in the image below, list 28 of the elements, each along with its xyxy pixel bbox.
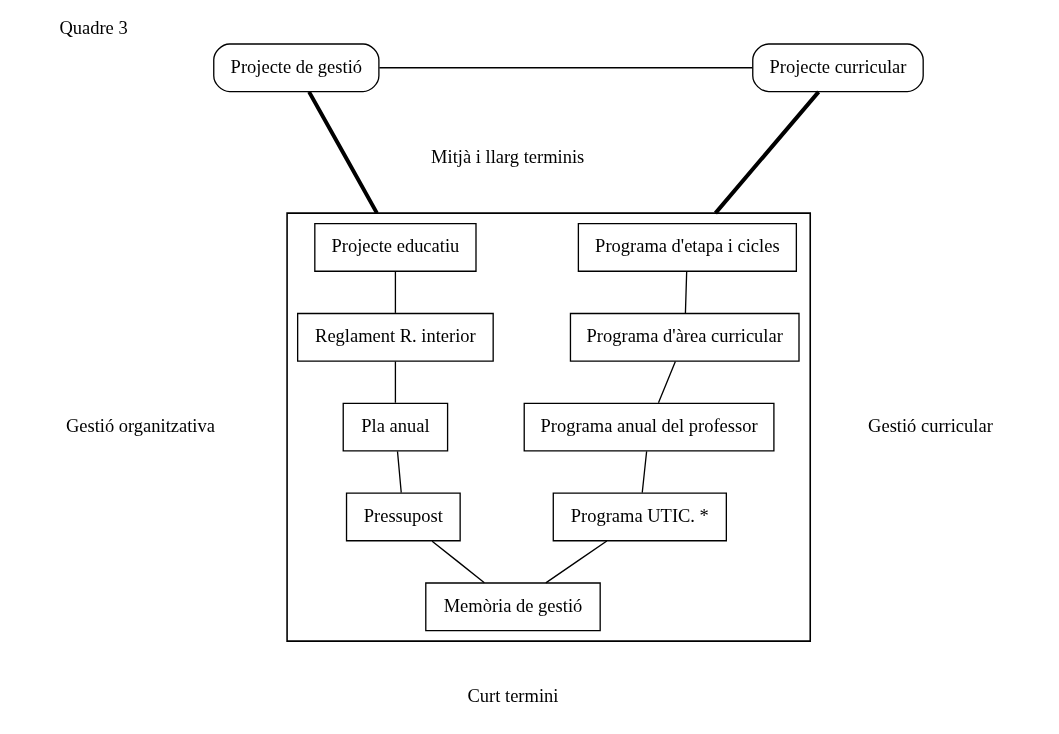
- connector: [307, 90, 379, 215]
- label: Gestió organitzativa: [65, 416, 215, 436]
- connector: [394, 271, 397, 314]
- connector: [641, 450, 648, 494]
- node-box: Pla anual: [342, 402, 449, 452]
- connector: [545, 540, 608, 584]
- label: Gestió curricular: [868, 416, 993, 436]
- connector: [378, 67, 754, 69]
- connector: [684, 271, 688, 314]
- connector: [394, 360, 397, 404]
- node-box: Projecte curricular: [752, 43, 924, 93]
- label: Curt termini: [467, 685, 559, 706]
- node-box: Pressupost: [345, 492, 461, 542]
- diagram-title: Quadre 3: [59, 17, 128, 38]
- node-box: Programa d'etapa i cicles: [577, 223, 797, 272]
- node-box: Reglament R. interior: [297, 312, 494, 362]
- connector: [713, 90, 821, 215]
- node-box: Programa UTIC. *: [552, 492, 727, 542]
- connector: [657, 360, 676, 404]
- connector: [396, 450, 402, 494]
- connector: [431, 540, 486, 584]
- label: Mitjà i llarg terminis: [431, 146, 585, 167]
- node-box: Projecte educatiu: [314, 223, 477, 272]
- cluster: [286, 212, 812, 642]
- node-box: Memòria de gestió: [425, 582, 601, 632]
- node-box: Programa d'àrea curricular: [569, 312, 800, 362]
- node-box: Projecte de gestió: [213, 43, 380, 93]
- node-box: Programa anual del professor: [523, 402, 775, 452]
